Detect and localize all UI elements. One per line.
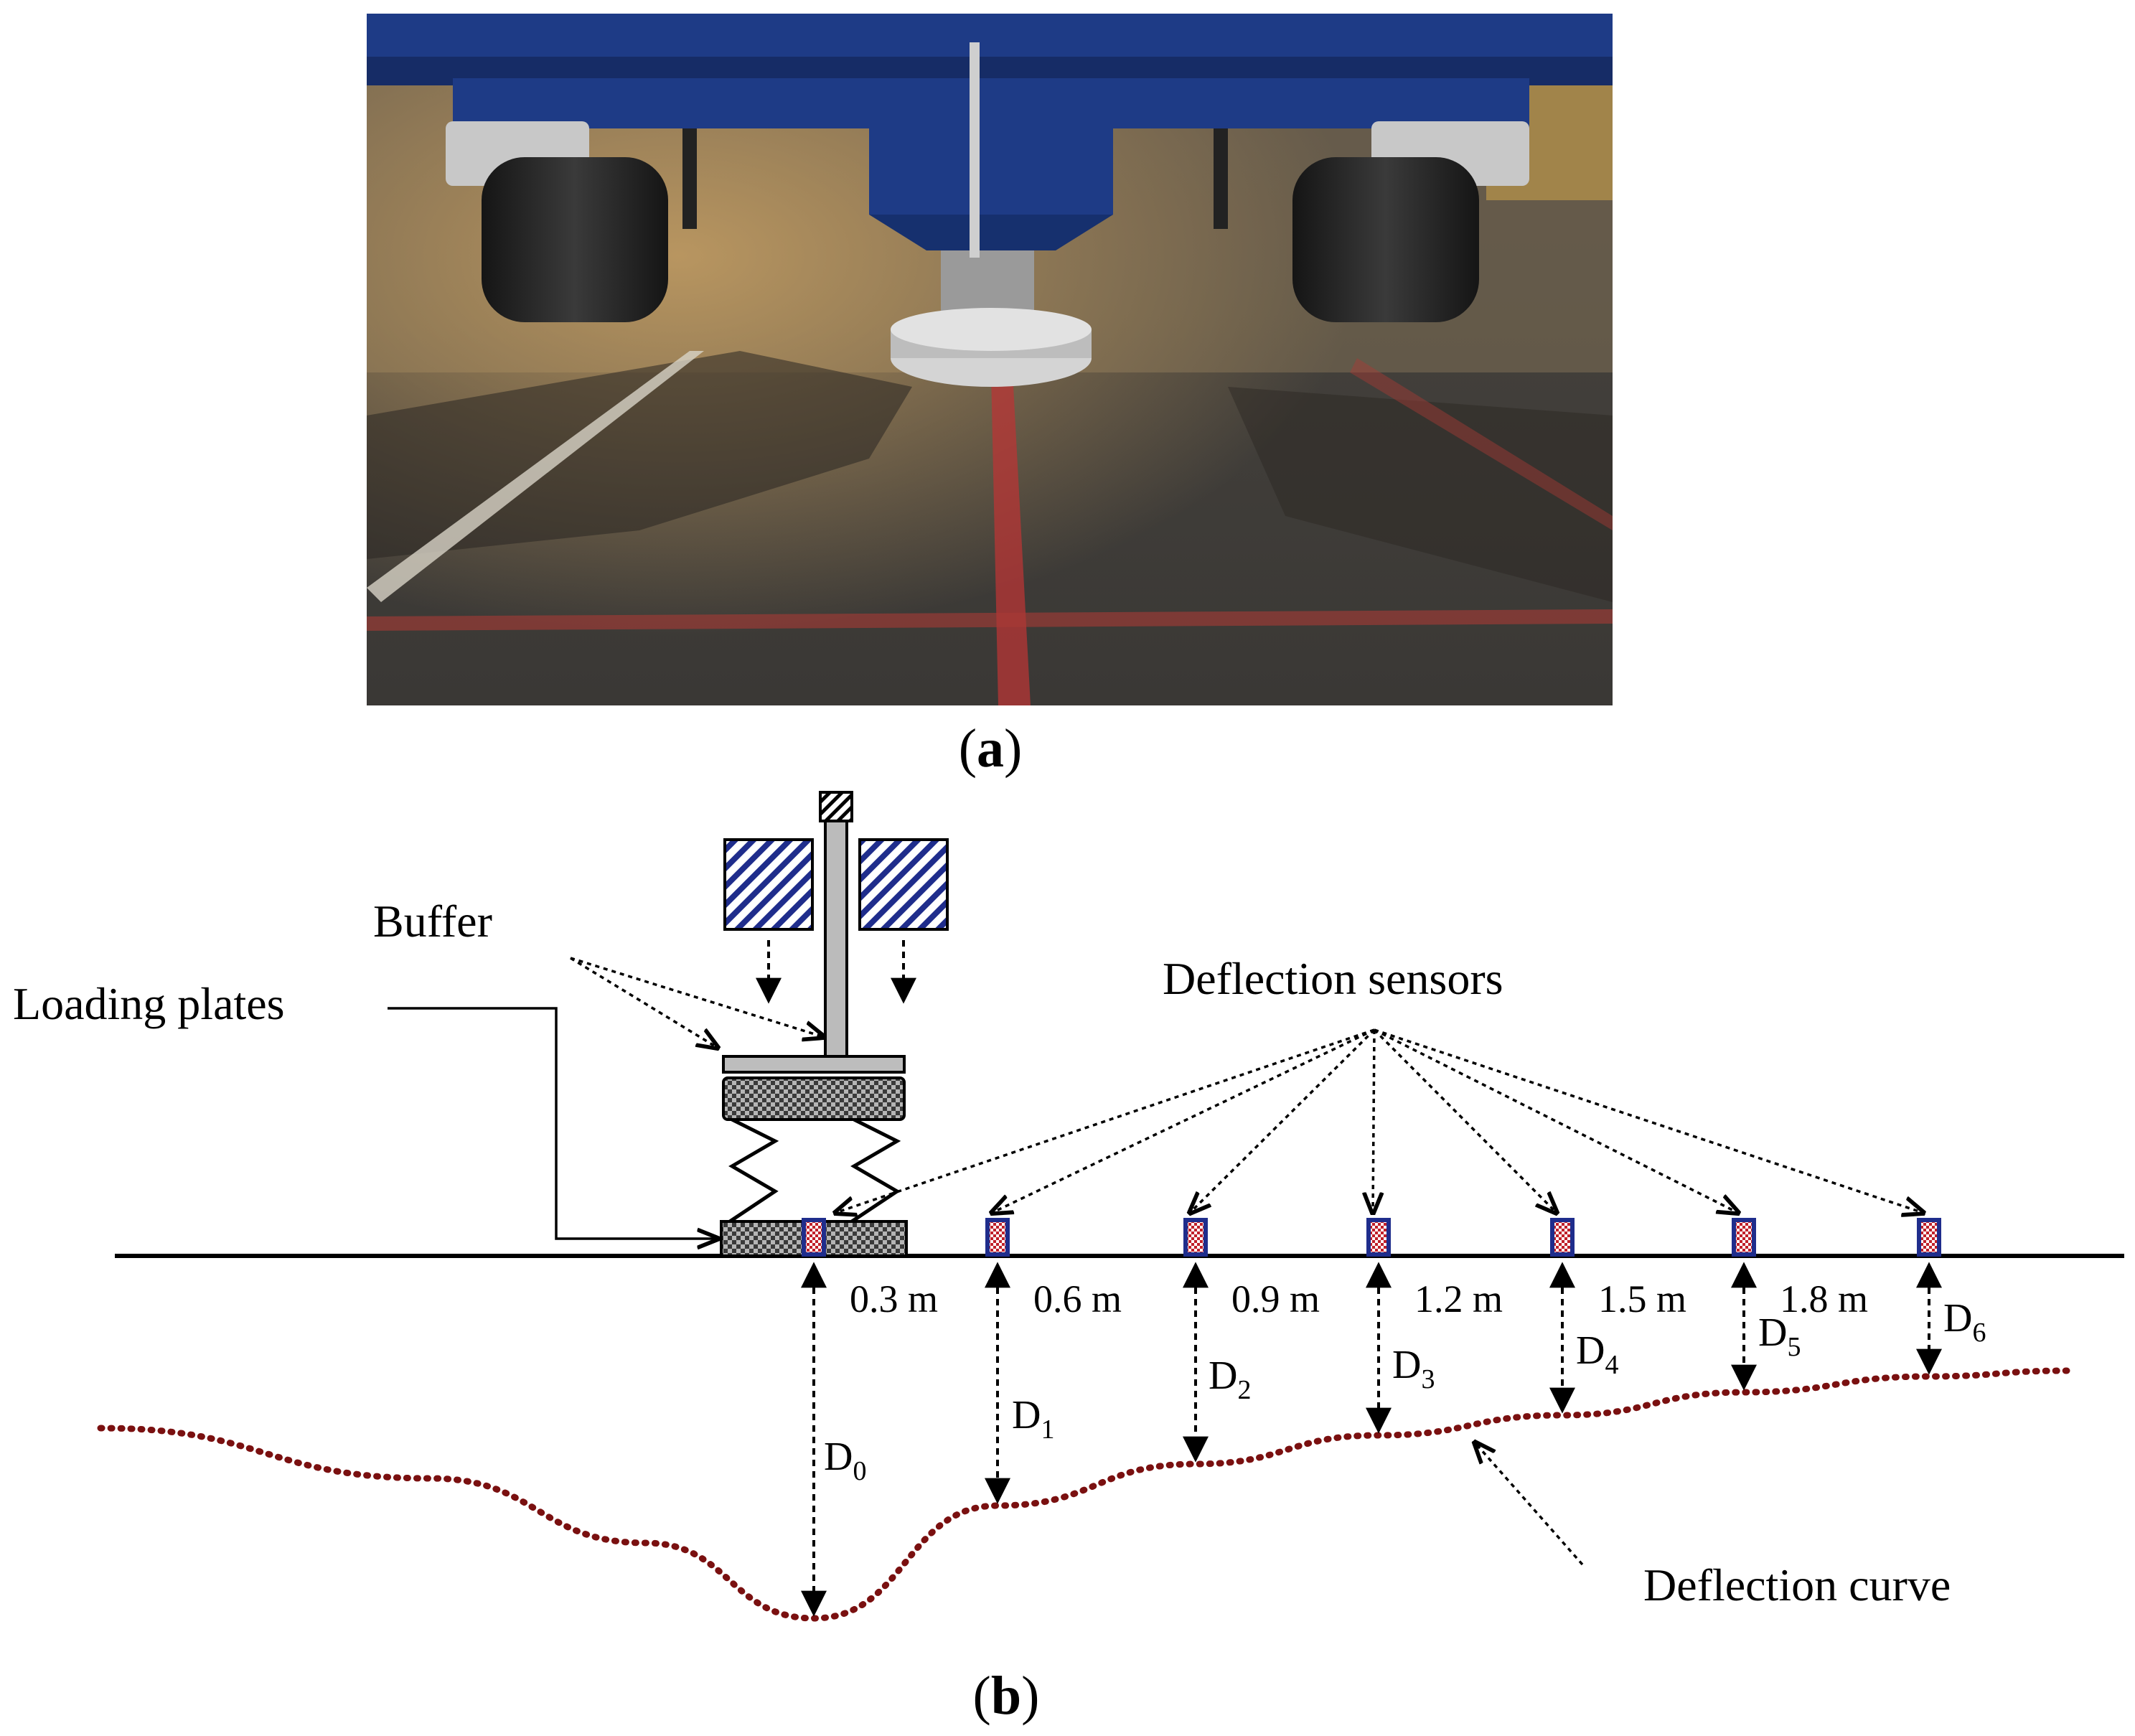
sensor-pointer-1	[992, 1028, 1375, 1213]
fwd-photograph	[367, 14, 1613, 705]
label-deflection-curve: Deflection curve	[1643, 1559, 1951, 1610]
deflection-label-0: D0	[824, 1435, 866, 1486]
annotation-pointers	[388, 957, 1584, 1566]
sensor-2	[1183, 1218, 1208, 1257]
deflection-label-3: D3	[1392, 1343, 1435, 1394]
sensor-5	[1732, 1218, 1756, 1257]
distance-label-5: 1.5 m	[1598, 1277, 1686, 1320]
distance-label-6: 1.8 m	[1780, 1277, 1868, 1320]
deflection-label-2: D2	[1209, 1353, 1251, 1405]
sensor-pointers	[835, 1028, 1923, 1213]
loading-plates-pointer	[388, 1007, 718, 1239]
curve-pointer	[1475, 1442, 1584, 1566]
deflection-measures	[801, 1262, 1942, 1617]
sensor-3	[1366, 1218, 1391, 1257]
sensor-pointer-0	[835, 1028, 1375, 1213]
sensor-pointer-2	[1190, 1028, 1376, 1213]
label-buffer: Buffer	[373, 896, 492, 947]
sensor-pointer-6	[1374, 1028, 1923, 1213]
deflection-label-5: D5	[1758, 1310, 1801, 1362]
loading-apparatus	[720, 791, 949, 1257]
distance-labels: 0.3 m 0.6 m 0.9 m 1.2 m 1.5 m 1.8 m	[850, 1277, 1868, 1320]
label-loading-plates: Loading plates	[13, 978, 285, 1029]
drop-rod-cap	[819, 791, 853, 822]
deflection-sensors	[802, 1218, 1941, 1257]
deflection-label-6: D6	[1943, 1296, 1986, 1348]
caption-a: (a)	[958, 718, 1023, 779]
distance-label-4: 1.2 m	[1414, 1277, 1503, 1320]
falling-weight-right	[858, 838, 949, 931]
sensor-6	[1917, 1218, 1941, 1257]
falling-weight-left	[723, 838, 814, 931]
distance-label-2: 0.6 m	[1033, 1277, 1122, 1320]
deflection-label-1: D1	[1012, 1393, 1054, 1445]
buffer-block	[722, 1076, 906, 1121]
sensor-pointer-4	[1373, 1028, 1557, 1213]
distance-label-3: 0.9 m	[1231, 1277, 1320, 1320]
sensor-4	[1550, 1218, 1575, 1257]
deflection-curve-line	[97, 1367, 2070, 1622]
sensor-0	[802, 1218, 826, 1257]
sensor-pointer-5	[1374, 1028, 1738, 1213]
sensor-pointer-3	[1373, 1029, 1374, 1213]
deflection-labels: D0 D1 D2 D3 D4 D5 D6	[824, 1296, 1986, 1486]
caption-b: (b)	[972, 1666, 1040, 1726]
deflection-label-4: D4	[1576, 1328, 1618, 1380]
label-deflection-sensors: Deflection sensors	[1163, 953, 1503, 1004]
drop-rod	[824, 820, 848, 1059]
distance-label-1: 0.3 m	[850, 1277, 938, 1320]
buffer-pointer-2	[570, 957, 824, 1037]
buffer-pointer-1	[570, 957, 718, 1048]
sensor-1	[985, 1218, 1010, 1257]
buffer-plate	[722, 1055, 906, 1074]
